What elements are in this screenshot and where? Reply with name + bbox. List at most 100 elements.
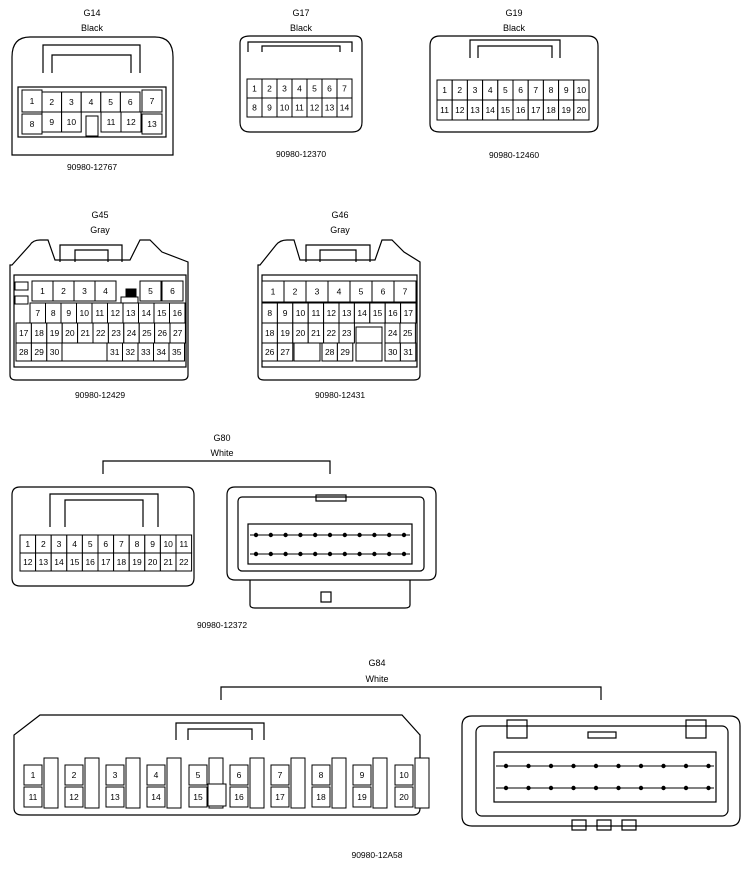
g46-pin-label: 7 (403, 287, 408, 297)
g84-male-inner (475, 725, 729, 817)
g17-pin-label: 7 (342, 84, 347, 94)
g14-pin-label: 9 (49, 117, 54, 127)
g80-terminal (283, 551, 288, 557)
g45-pin-label: 4 (103, 286, 108, 296)
g19-pin-label: 11 (440, 105, 449, 115)
g80-pin-label: 2 (41, 539, 46, 549)
g84-terminal (661, 763, 666, 769)
g17-part-number: 90980-12370 (276, 149, 326, 159)
g14-pin-label: 5 (108, 97, 113, 107)
g46-pin-label: 5 (359, 287, 364, 297)
g14-pin-cavity (61, 111, 82, 133)
g84-terminal (593, 785, 599, 791)
g80-terminal (313, 551, 318, 557)
g84-male-latch-1 (571, 819, 587, 831)
g14-pin-label: 10 (67, 117, 77, 127)
g46-pin-label: 19 (280, 328, 290, 338)
g84-male-latch-2 (596, 819, 612, 831)
g45-pin-label: 30 (50, 347, 60, 357)
g19-pin-label: 18 (546, 105, 556, 115)
g46-pin-cavity (336, 342, 354, 362)
g19-pin-label: 13 (470, 105, 480, 115)
g19-housing (429, 35, 599, 133)
g45-pin-label: 10 (80, 308, 90, 318)
g80-pin-label: 12 (23, 557, 33, 567)
g84-pin-cavity (352, 764, 372, 786)
g46-pin-label: 9 (283, 308, 288, 318)
connector-g84: G84 White 90980-12A58 (13, 658, 741, 860)
g46-pin-label: 26 (265, 347, 275, 357)
g19-pin-label: 6 (518, 85, 523, 95)
g14-name: G14 (83, 8, 100, 18)
g17-housing (239, 35, 363, 133)
g84-pin-label: 14 (151, 792, 161, 802)
g17-pin-label: 3 (282, 84, 287, 94)
g84-pin-label: 11 (29, 792, 38, 802)
g45-pin-label: 12 (111, 308, 121, 318)
g19-color: Black (503, 23, 526, 33)
g45-pin-label: 33 (141, 347, 151, 357)
g46-lock-tab (305, 244, 371, 262)
g80-pin-label: 16 (85, 557, 95, 567)
g17-pin-label: 4 (297, 84, 302, 94)
g17-pin-label: 8 (252, 103, 257, 113)
g80-terminal (298, 551, 303, 557)
g80-terminal (313, 532, 318, 538)
g45-part-number: 90980-12429 (75, 390, 125, 400)
g45-pin-label: 19 (50, 328, 60, 338)
g46-pin-cavity (393, 280, 417, 303)
g19-pin-label: 9 (564, 85, 569, 95)
g14-lock-tab (42, 44, 141, 73)
g17-pin-label: 5 (312, 84, 317, 94)
g45-pin-label: 25 (142, 328, 152, 338)
g84-terminal (706, 785, 711, 791)
g84-pin-label: 9 (360, 770, 365, 780)
g19-pin-label: 1 (442, 85, 447, 95)
g80-male-pin-block (247, 523, 413, 565)
g45-pin-label: 15 (157, 308, 167, 318)
g80-pin-label: 13 (39, 557, 49, 567)
g84-pin-cavity (229, 786, 249, 808)
g45-pin-label: 27 (173, 328, 183, 338)
g84-terminal (571, 785, 576, 791)
g84-pin-label: 16 (234, 792, 244, 802)
g84-pin-label: 8 (319, 770, 324, 780)
g46-pin-label: 29 (340, 347, 350, 357)
g84-pin-label: 2 (72, 770, 77, 780)
g84-terminal (571, 763, 576, 769)
g45-side-block (14, 295, 29, 305)
g84-pin-cavity (311, 786, 331, 808)
g14-pin-cavity (141, 113, 163, 135)
g17-pin-label: 6 (327, 84, 332, 94)
g84-latch-slot (414, 757, 430, 809)
g17-pin-cavity (336, 97, 353, 118)
g80-male-housing (226, 486, 437, 581)
g80-pin-label: 18 (117, 557, 127, 567)
g46-pin-cavity (276, 342, 294, 362)
g84-terminal (616, 763, 621, 769)
g84-key-slot (207, 783, 227, 807)
g45-cavity-frame (13, 274, 187, 368)
g84-terminal (503, 785, 509, 791)
g84-color: White (365, 674, 388, 684)
g84-pin-cavity (23, 764, 43, 786)
g80-pin-label: 7 (119, 539, 124, 549)
g14-pin-label: 7 (150, 96, 155, 106)
g45-pin-label: 20 (65, 328, 75, 338)
g46-color: Gray (330, 225, 350, 235)
g46-name: G46 (331, 210, 348, 220)
g84-terminal (706, 763, 711, 769)
g80-terminal (298, 532, 303, 538)
g14-pin-cavity (141, 89, 163, 113)
g84-pin-cavity (188, 786, 208, 808)
g84-pin-label: 17 (275, 792, 285, 802)
g19-pin-label: 5 (503, 85, 508, 95)
g45-housing (9, 239, 189, 381)
g46-pin-label: 28 (325, 347, 335, 357)
g84-latch-slot (43, 757, 59, 809)
g46-pin-label: 10 (296, 308, 306, 318)
connector-g45: G45 Gray 90980-12429 (9, 210, 189, 400)
g19-pin-label: 16 (516, 105, 526, 115)
g80-pin-label: 17 (101, 557, 111, 567)
